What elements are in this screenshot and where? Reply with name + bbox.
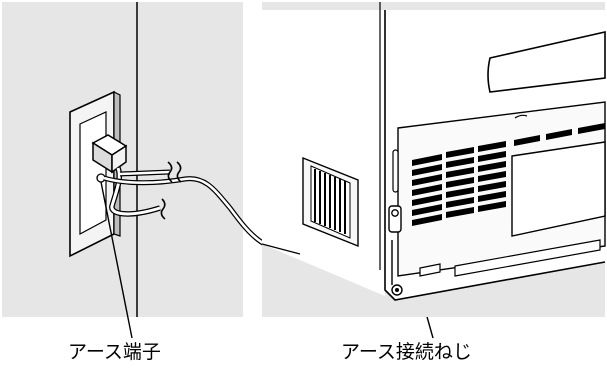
leader-line-earth-terminal <box>100 181 133 339</box>
appliance-panel <box>261 2 606 317</box>
rear-vent-icon <box>412 123 605 226</box>
wall-outlet <box>69 90 121 258</box>
power-plug-icon <box>91 134 161 217</box>
earth-terminal-label: アース端子 <box>68 341 161 363</box>
earth-terminal-icon <box>96 173 106 183</box>
earth-screw-label: アース接続ねじ <box>341 341 472 363</box>
side-vent-icon <box>302 156 359 248</box>
cord-break-icon <box>119 161 182 220</box>
earth-screw-icon <box>388 205 403 296</box>
